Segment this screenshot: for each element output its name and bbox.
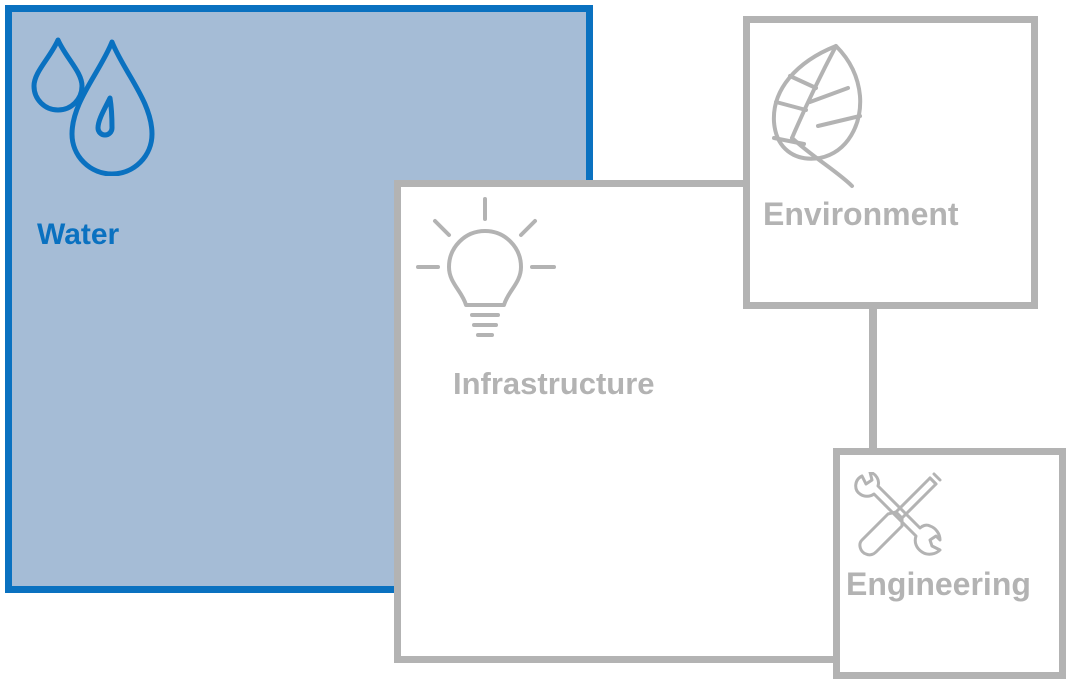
lightbulb-icon <box>412 195 562 345</box>
environment-panel[interactable] <box>743 16 1038 309</box>
connector-line <box>869 305 877 455</box>
water-drops-icon <box>28 36 168 176</box>
leaf-icon <box>768 40 878 190</box>
water-label: Water <box>37 218 120 251</box>
engineering-label: Engineering <box>846 566 1031 602</box>
environment-label: Environment <box>763 196 959 232</box>
infrastructure-label: Infrastructure <box>453 366 655 401</box>
wrench-screwdriver-icon <box>852 472 942 558</box>
engineering-panel[interactable] <box>833 448 1066 679</box>
